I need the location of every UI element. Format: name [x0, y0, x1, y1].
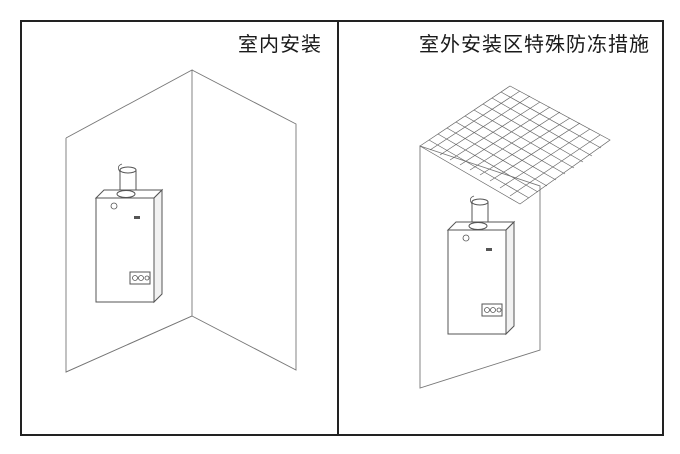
outdoor-wall — [419, 145, 541, 389]
indoor-heater-icon — [95, 163, 163, 303]
tiled-roof-icon — [419, 85, 611, 205]
outdoor-antifreeze-title: 室外安装区特殊防冻措施 — [419, 32, 650, 56]
indoor-wall-corner — [65, 69, 297, 373]
outdoor-heater-icon — [447, 195, 515, 335]
indoor-installation-title: 室内安装 — [238, 32, 322, 56]
panel-divider — [337, 20, 339, 436]
